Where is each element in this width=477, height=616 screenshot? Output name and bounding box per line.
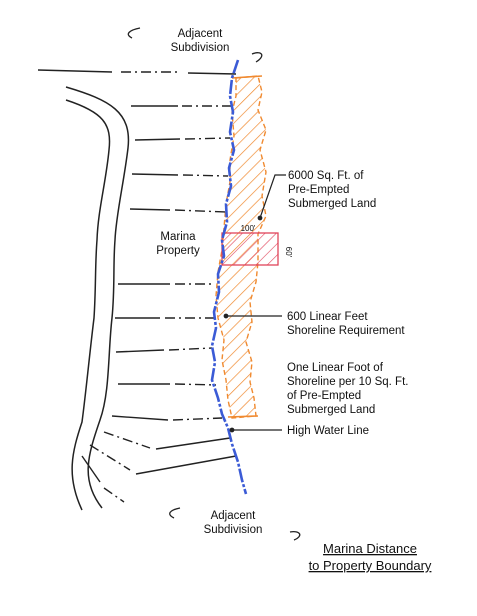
- adjacent-bottom-label-1: Adjacent: [211, 510, 257, 522]
- squiggle-top-right: [251, 52, 263, 63]
- adjacent-bottom-label-2: Subdivision: [204, 524, 263, 536]
- marina-dock-box: [221, 232, 279, 266]
- marina-property-label-2: Property: [156, 245, 200, 257]
- shoreline-requirement-label-2: Shoreline Requirement: [287, 325, 405, 337]
- dock-width-label: 100': [241, 224, 256, 233]
- high-water-line-label: High Water Line: [287, 425, 369, 437]
- ratio-label-3: of Pre-Empted: [287, 390, 361, 402]
- dock-depth-label: 60': [284, 247, 293, 258]
- adjacent-top-label-2: Subdivision: [171, 42, 230, 54]
- squiggle-bottom-left: [169, 507, 181, 519]
- preempted-corner-top: [231, 75, 263, 79]
- ratio-label-2: Shoreline per 10 Sq. Ft.: [287, 376, 408, 388]
- marina-property-label-1: Marina: [160, 231, 196, 243]
- ratio-label-4: Submerged Land: [287, 404, 375, 416]
- diagram-title-line-1: Marina Distance: [323, 541, 417, 556]
- squiggle-top-left: [127, 27, 141, 39]
- leader-lines: [223, 174, 286, 433]
- shoreline-line: [210, 59, 248, 495]
- road: [65, 86, 130, 511]
- lot-lines: [37, 69, 237, 503]
- squiggle-bottom-right: [289, 530, 301, 541]
- preempted-label-2: Pre-Empted: [288, 184, 349, 196]
- preempted-label-3: Submerged Land: [288, 198, 376, 210]
- preempted-corner-bottom: [227, 415, 259, 418]
- shoreline-requirement-label-1: 600 Linear Feet: [287, 311, 368, 323]
- diagram-title-line-2: to Property Boundary: [309, 558, 432, 573]
- preempted-label-1: 6000 Sq. Ft. of: [288, 170, 364, 182]
- adjacent-top-label-1: Adjacent: [178, 28, 224, 40]
- ratio-label-1: One Linear Foot of: [287, 362, 384, 374]
